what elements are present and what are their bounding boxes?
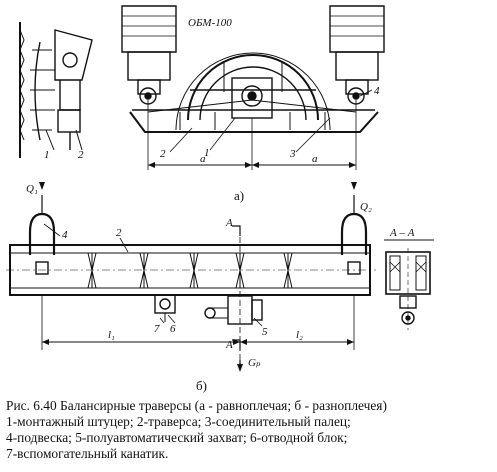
label-7b: 7 (154, 323, 160, 335)
dim-a-right: a (312, 153, 318, 165)
caption-line-2: 1-монтажный штуцер; 2-траверса; 3-соедин… (6, 414, 351, 429)
label-1a: 1 (204, 147, 210, 159)
caption-line-4: 7-вспомогательный канатик. (6, 446, 169, 461)
side-label-1: 1 (44, 149, 50, 161)
label-6b: 6 (170, 323, 176, 335)
label-g: Gₚ (248, 357, 261, 369)
caption-line-3: 4-подвеска; 5-полуавтоматический захват;… (6, 430, 348, 445)
label-3a: 3 (289, 148, 296, 160)
label-2b: 2 (116, 227, 122, 239)
dim-a-left: a (200, 153, 206, 165)
label-a-bottom: А (225, 339, 233, 351)
label-4b: 4 (62, 229, 68, 241)
section-a-a (384, 239, 434, 330)
sub-label-a: а) (234, 188, 244, 203)
side-label-2: 2 (78, 149, 84, 161)
sub-label-b: б) (196, 378, 207, 393)
label-q1: Q₁ (26, 183, 38, 195)
motor-marking: ОБМ-100 (188, 17, 232, 29)
label-2a: 2 (160, 148, 166, 160)
label-5b: 5 (262, 326, 268, 338)
traverse-diagram: ОБМ-100 1 2 2 1 3 4 a a а) Q₁ Q₂ 4 2 7 6… (6, 5, 434, 393)
label-4a: 4 (374, 85, 380, 97)
dim-l2: l₂ (296, 329, 303, 341)
caption-line-1: Рис. 6.40 Балансирные траверсы (а - равн… (6, 398, 387, 413)
side-view (19, 22, 93, 158)
figure-caption: Рис. 6.40 Балансирные траверсы (а - равн… (6, 398, 494, 462)
unequal-traverse (6, 182, 376, 372)
section-title: А – А (389, 227, 415, 239)
label-q2: Q₂ (360, 201, 372, 213)
label-a-top: А (225, 217, 233, 229)
dim-l1: l₁ (108, 329, 115, 341)
balanced-traverse (121, 5, 385, 170)
